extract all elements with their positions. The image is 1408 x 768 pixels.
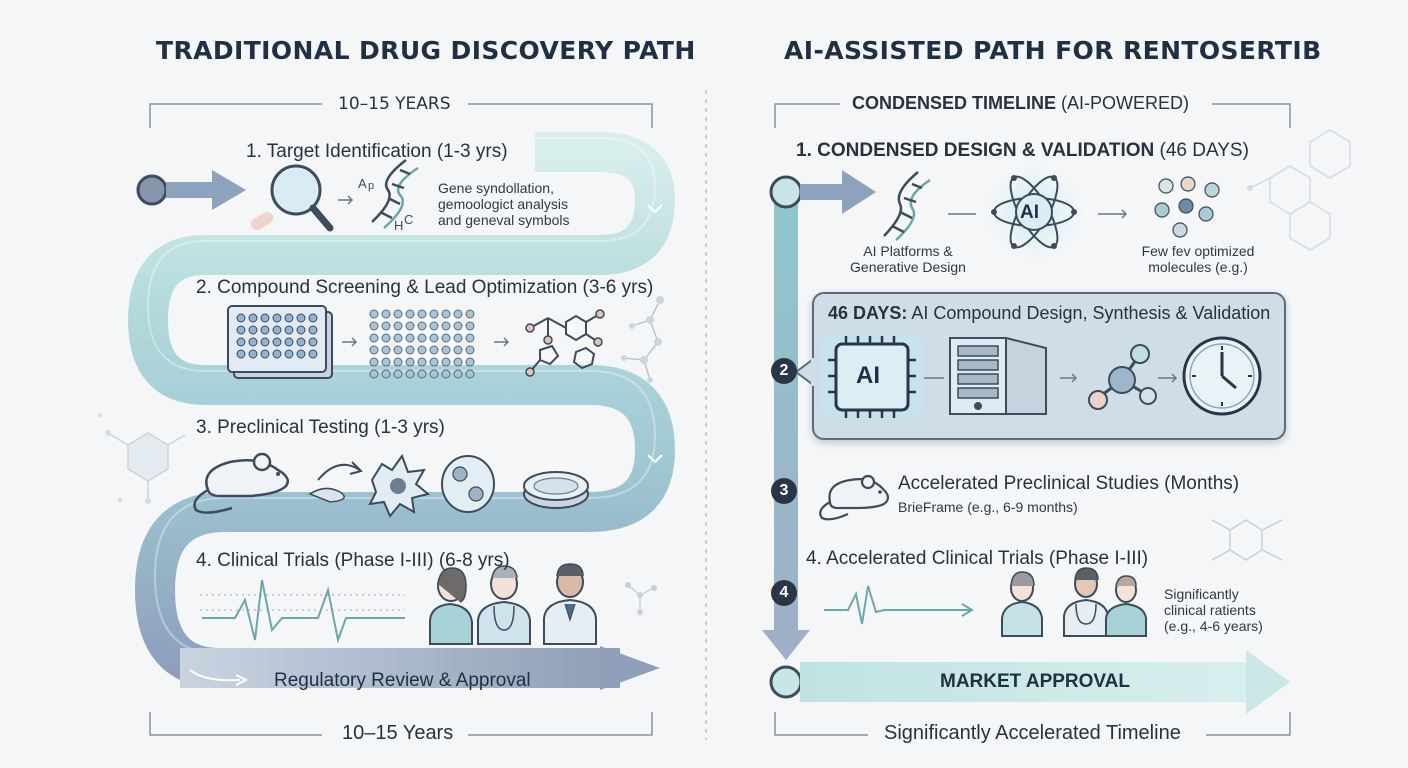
dna-icon (371, 159, 419, 229)
right-title: AI-ASSISTED PATH FOR RENTOSERTIB (784, 36, 1322, 65)
timeline-spine (774, 196, 798, 636)
right-header-bracket (774, 103, 1291, 736)
step1-label: 1. Target Identification (1-3 yrs) (246, 141, 508, 162)
doctor-icon (429, 563, 597, 645)
ai-chip-icon (822, 334, 922, 420)
left-header-range: 10–15 YEARS (338, 94, 451, 114)
step4-label: 4. Clinical Trials (Phase I-III) (6-8 yr… (196, 550, 510, 571)
start-arrow (212, 170, 246, 210)
market-arrow-head (1246, 650, 1290, 714)
molecules-icon (1154, 176, 1220, 238)
step-badge-3: 3 (771, 478, 797, 504)
ai-start-arrow (842, 170, 876, 214)
left-title: TRADITIONAL DRUG DISCOVERY PATH (156, 36, 696, 65)
magnifier-icon (270, 164, 334, 232)
heartbeat-icon-right (824, 585, 974, 625)
ai-step3-sub: BrieFrame (e.g., 6-9 months) (898, 499, 1078, 515)
ai-step4-note: Significantly clinical ratients (e.g., 4… (1164, 586, 1263, 634)
petri-dish-icon (523, 471, 589, 509)
compound-grid-icon (369, 309, 475, 379)
server-icon (949, 336, 1047, 415)
market-node (769, 665, 803, 699)
regulatory-label: Regulatory Review & Approval (274, 670, 531, 691)
ai-step4-label: 4. Accelerated Clinical Trials (Phase I-… (806, 548, 1149, 569)
dna-letters: A p H C (358, 176, 414, 233)
step1-note: Gene syndollation, gemoologict analysis … (438, 180, 570, 228)
cell-icon (368, 453, 431, 518)
hexagon-decor-icon (107, 432, 186, 501)
clock-icon (1182, 336, 1262, 416)
serpentine-path (127, 132, 676, 688)
ai-step2-label: 46 DAYS: AI Compound Design, Synthesis &… (828, 303, 1271, 323)
dna-icon-right (883, 171, 931, 241)
well-plate-icon (227, 305, 333, 379)
heartbeat-icon (200, 579, 405, 644)
left-footer: 10–15 Years (342, 722, 454, 744)
right-header: CONDENSED TIMELINE (AI-POWERED) (852, 93, 1190, 113)
ai-chip-label: AI (856, 362, 880, 389)
optimized-molecules-caption: Few fev optimized molecules (e.g.) (1141, 243, 1255, 275)
right-footer: Significantly Accelerated Timeline (884, 722, 1181, 744)
ai-step1-label: 1. CONDENSED DESIGN & VALIDATION (46 DAY… (796, 140, 1249, 161)
left-header-bracket (149, 103, 653, 736)
regulatory-arrow-head (600, 646, 660, 690)
ai-atom-icon (984, 162, 1084, 262)
doctor-icon-right (1001, 567, 1147, 637)
market-approval-label: MARKET APPROVAL (940, 671, 1130, 692)
ai-platforms-caption: AI Platforms & Generative Design (850, 243, 966, 275)
hexagon-decor-icon-right (1249, 129, 1351, 251)
mouse-icon-right (819, 474, 890, 521)
step-badge-2: 2 (771, 358, 797, 384)
ai-step3-label: Accelerated Preclinical Studies (Months) (898, 473, 1240, 494)
step-badge-4: 4 (771, 580, 797, 606)
molecule-icon-panel (1088, 344, 1157, 410)
cell-culture-icon (441, 455, 495, 513)
step2-label: 2. Compound Screening & Lead Optimizatio… (196, 277, 654, 298)
mouse-icon (193, 452, 289, 514)
ai-atom-label: AI (1020, 202, 1039, 223)
step3-label: 3. Preclinical Testing (1-3 yrs) (196, 417, 445, 438)
